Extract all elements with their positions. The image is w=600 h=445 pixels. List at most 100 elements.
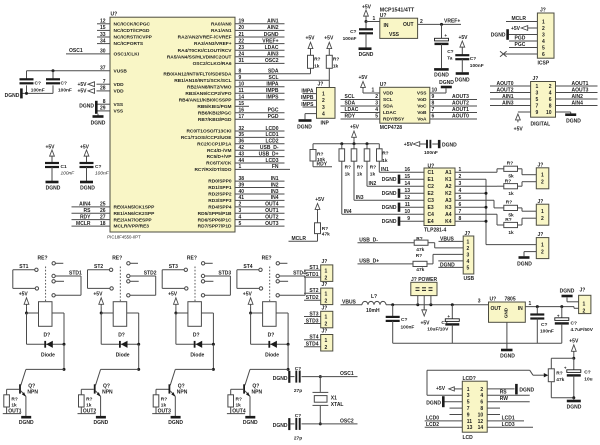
svg-text:2: 2 [542,26,545,32]
svg-text:ST4: ST4 [243,264,252,270]
svg-text:1: 1 [325,338,328,344]
svg-text:RC1/T1OSI/CCP2/UOE: RC1/T1OSI/CCP2/UOE [181,135,232,141]
svg-text:4: 4 [467,259,470,265]
svg-text:2: 2 [549,84,552,90]
svg-text:4: 4 [549,90,552,96]
svg-text:RA1/AN1: RA1/AN1 [211,28,232,34]
svg-text:ST3: ST3 [309,311,318,317]
svg-text:ST1: ST1 [309,265,318,271]
svg-text:100nF: 100nF [424,150,438,156]
svg-text:DGND: DGND [434,73,449,79]
svg-text:18: 18 [100,221,106,227]
svg-text:ICSP: ICSP [538,61,550,67]
svg-text:MCP1541/4TT: MCP1541/4TT [380,8,415,14]
svg-text:3: 3 [467,393,470,399]
svg-text:Diode: Diode [116,353,130,359]
svg-text:2: 2 [541,180,544,186]
svg-text:K3: K3 [445,205,452,211]
svg-text:2: 2 [322,98,325,104]
svg-text:DGND: DGND [442,142,457,148]
svg-text:PIC18F4550-I/PT: PIC18F4550-I/PT [107,235,141,240]
svg-text:R?: R? [333,56,339,62]
svg-text:IMPS: IMPS [266,95,279,101]
svg-text:+5V: +5V [168,292,178,298]
svg-text:19: 19 [239,19,245,25]
svg-text:16: 16 [404,167,410,173]
svg-text:5: 5 [467,265,470,271]
svg-text:+5V: +5V [77,89,87,95]
svg-text:100nF: 100nF [401,325,415,331]
svg-text:OSC2/CLKO/RA6: OSC2/CLKO/RA6 [193,61,232,67]
svg-text:E3: E3 [428,205,434,211]
svg-text:100nF: 100nF [61,170,76,176]
svg-text:2: 2 [325,299,328,305]
svg-text:RB5/KBI1/PGM: RB5/KBI1/PGM [197,104,231,110]
svg-text:IN4: IN4 [271,195,279,201]
svg-text:Q?: Q? [252,383,259,389]
svg-text:2: 2 [325,322,328,328]
svg-text:13: 13 [467,425,473,431]
svg-text:J?: J? [538,232,544,238]
svg-text:VoA: VoA [417,117,427,123]
svg-text:7: 7 [467,406,470,412]
svg-text:+: + [447,314,450,319]
svg-text:AIN2: AIN2 [572,94,584,100]
svg-text:C?: C? [401,317,407,323]
svg-text:SCL: SCL [269,75,279,81]
svg-text:1: 1 [541,242,544,248]
svg-text:+5V: +5V [305,36,315,42]
svg-text:10: 10 [546,110,552,116]
svg-text:AIN4: AIN4 [79,202,91,208]
svg-text:STD4: STD4 [306,342,319,348]
svg-text:22: 22 [239,38,245,44]
svg-text:11: 11 [405,202,411,208]
svg-text:Diode: Diode [265,353,279,359]
svg-text:RA0/AN0: RA0/AN0 [211,21,232,27]
svg-text:2: 2 [420,19,423,25]
svg-text:7: 7 [103,79,106,85]
svg-text:OUT1: OUT1 [8,408,22,414]
svg-text:R?: R? [416,253,422,259]
svg-text:27: 27 [100,214,106,220]
svg-text:47k: 47k [416,247,424,253]
svg-text:SCL: SCL [383,97,393,103]
svg-text:RB2/AN8/INT2/VMO: RB2/AN8/INT2/VMO [187,84,232,90]
svg-text:10: 10 [239,82,245,88]
svg-text:4: 4 [480,393,483,399]
svg-text:LCD1: LCD1 [502,416,515,422]
svg-text:4: 4 [375,107,378,113]
svg-text:27p: 27p [294,435,302,441]
svg-text:DGND: DGND [19,420,34,426]
svg-text:5: 5 [375,114,378,120]
svg-text:DGND: DGND [80,185,95,191]
svg-text:5: 5 [459,195,462,201]
svg-text:DGND: DGND [500,354,515,360]
svg-text:RB4/AN11/KBI0/CSSPP: RB4/AN11/KBI0/CSSPP [179,97,233,103]
svg-text:+5V: +5V [569,338,579,344]
svg-text:RC7/RX/DT/SDO: RC7/RX/DT/SDO [194,167,231,173]
svg-text:10mH: 10mH [366,308,380,314]
svg-text:1: 1 [583,301,586,307]
svg-text:Diode: Diode [190,353,204,359]
svg-text:C1: C1 [428,170,435,176]
svg-text:U?: U? [111,12,118,18]
svg-text:RC6/TX/CK: RC6/TX/CK [206,161,232,167]
svg-text:AOUT3: AOUT3 [452,94,469,100]
svg-text:DGND: DGND [264,32,279,38]
svg-text:U?: U? [428,163,435,169]
svg-text:A4: A4 [445,212,452,218]
svg-text:RA3/AN3/VREF+: RA3/AN3/VREF+ [194,41,232,47]
svg-text:RB6/KBI2/PGC: RB6/KBI2/PGC [198,110,232,116]
svg-text:ST1: ST1 [19,264,28,270]
svg-text:LCD1: LCD1 [265,132,278,138]
svg-text:34: 34 [100,38,106,44]
svg-text:5k: 5k [508,213,514,219]
svg-text:4: 4 [542,39,545,45]
svg-text:RB3/AN9/CCP2/VPO: RB3/AN9/CCP2/VPO [185,91,231,97]
svg-text:RE2/AN7/OESPP: RE2/AN7/OESPP [114,217,153,223]
svg-text:DGND: DGND [382,219,397,225]
svg-text:NPN: NPN [252,390,263,396]
svg-text:100nF: 100nF [58,88,72,94]
svg-text:Q?: Q? [28,383,35,389]
svg-text:NPN: NPN [177,390,188,396]
